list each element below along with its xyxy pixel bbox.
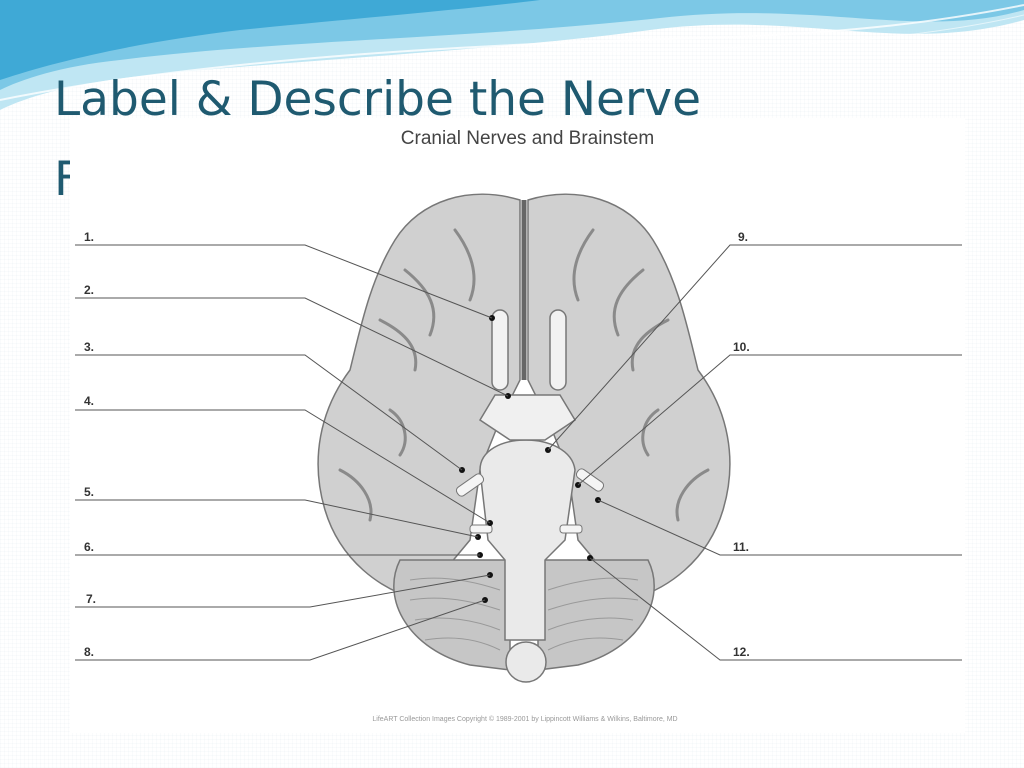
header-wave-decoration [0,0,1024,113]
label-7: 7. [86,592,97,606]
label-10: 10. [733,340,750,354]
figure-title: Cranial Nerves and Brainstem [400,128,655,149]
cerebellar-folia [409,577,639,651]
label-12: 12. [733,645,750,659]
brainstem [479,439,576,683]
slide-title-line1: Label & Describe the Nerve [54,72,702,127]
label-4: 4. [84,394,95,408]
leader-lines-right [547,244,962,661]
copyright-notice: LifeART Collection Images Copyright © 19… [372,716,678,723]
label-1: 1. [84,230,95,244]
label-9: 9. [738,230,749,244]
label-5: 5. [84,485,95,499]
label-11: 11. [733,540,750,554]
nerve-roots [455,468,605,534]
label-6: 6. [84,540,95,554]
leader-lines-left [75,244,509,661]
olfactory-tracts [491,309,567,391]
label-8: 8. [84,645,95,659]
optic-chiasm [478,394,577,441]
label-3: 3. [84,340,95,354]
label-2: 2. [84,283,95,297]
